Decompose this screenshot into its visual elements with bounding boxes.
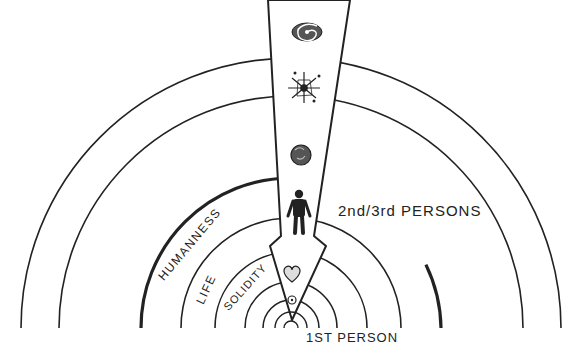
- band-label: SOLIDITY: [221, 261, 269, 312]
- planet-icon: [291, 145, 311, 165]
- cell-icon: [288, 296, 296, 304]
- persons-label: 2nd/3rd PERSONS: [338, 203, 481, 220]
- humanness-arc: [426, 265, 441, 328]
- center-arcs: [275, 312, 307, 328]
- star-icon: [288, 72, 320, 103]
- inner-arc: [275, 312, 307, 328]
- inner-arc: [284, 321, 298, 328]
- band-label: LIFE: [194, 272, 219, 306]
- humanness-arc: [141, 178, 291, 328]
- human-icon: [288, 190, 310, 233]
- band-label: HUMANNESS: [156, 205, 224, 283]
- person-label: 1ST PERSON: [306, 331, 398, 345]
- heart-icon: [284, 266, 300, 282]
- galaxy-icon: [292, 23, 322, 41]
- scale-arrow: [268, 0, 350, 320]
